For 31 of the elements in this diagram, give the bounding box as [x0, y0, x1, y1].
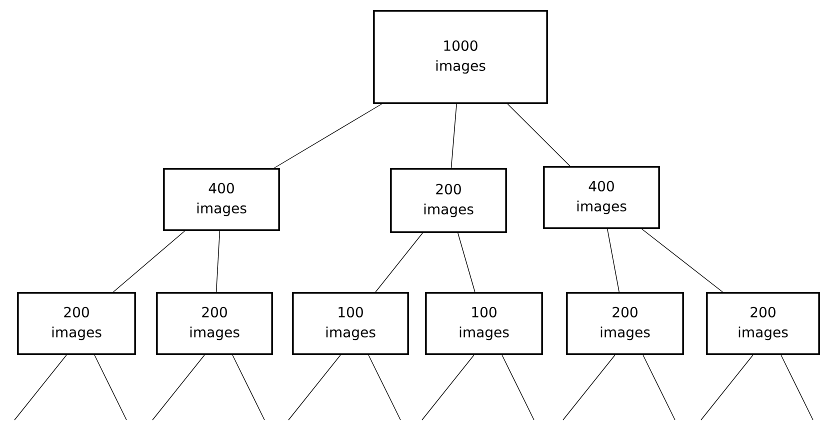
branch-line	[152, 354, 205, 420]
count-box: 200 images	[17, 292, 136, 355]
branch-line	[562, 354, 616, 420]
count-box: 400 images	[543, 166, 660, 229]
connector-line	[458, 232, 476, 292]
connector-line	[450, 104, 457, 168]
connector-line	[507, 104, 570, 166]
branch-line	[14, 354, 67, 420]
connector-line	[112, 230, 186, 292]
count-box: 400 images	[163, 168, 280, 231]
branch-line	[232, 354, 265, 420]
branch-line	[780, 354, 814, 420]
branch-line	[422, 354, 474, 420]
count-box: 200 images	[390, 168, 507, 233]
branch-line	[502, 354, 534, 420]
count-box: 200 images	[156, 292, 273, 355]
count-box: 1000 images	[373, 10, 548, 104]
connector-line	[375, 232, 423, 292]
connector-line	[607, 228, 620, 292]
connector-line	[642, 228, 723, 292]
connector-line	[216, 230, 220, 292]
count-box: 200 images	[566, 292, 684, 355]
branch-line	[700, 354, 754, 420]
count-box: 100 images	[425, 292, 543, 355]
branch-line	[94, 354, 127, 420]
count-box: 100 images	[292, 292, 409, 355]
branch-line	[288, 354, 341, 420]
connector-line	[274, 104, 382, 168]
branch-line	[368, 354, 401, 420]
branch-line	[642, 354, 676, 420]
count-box: 200 images	[706, 292, 820, 355]
